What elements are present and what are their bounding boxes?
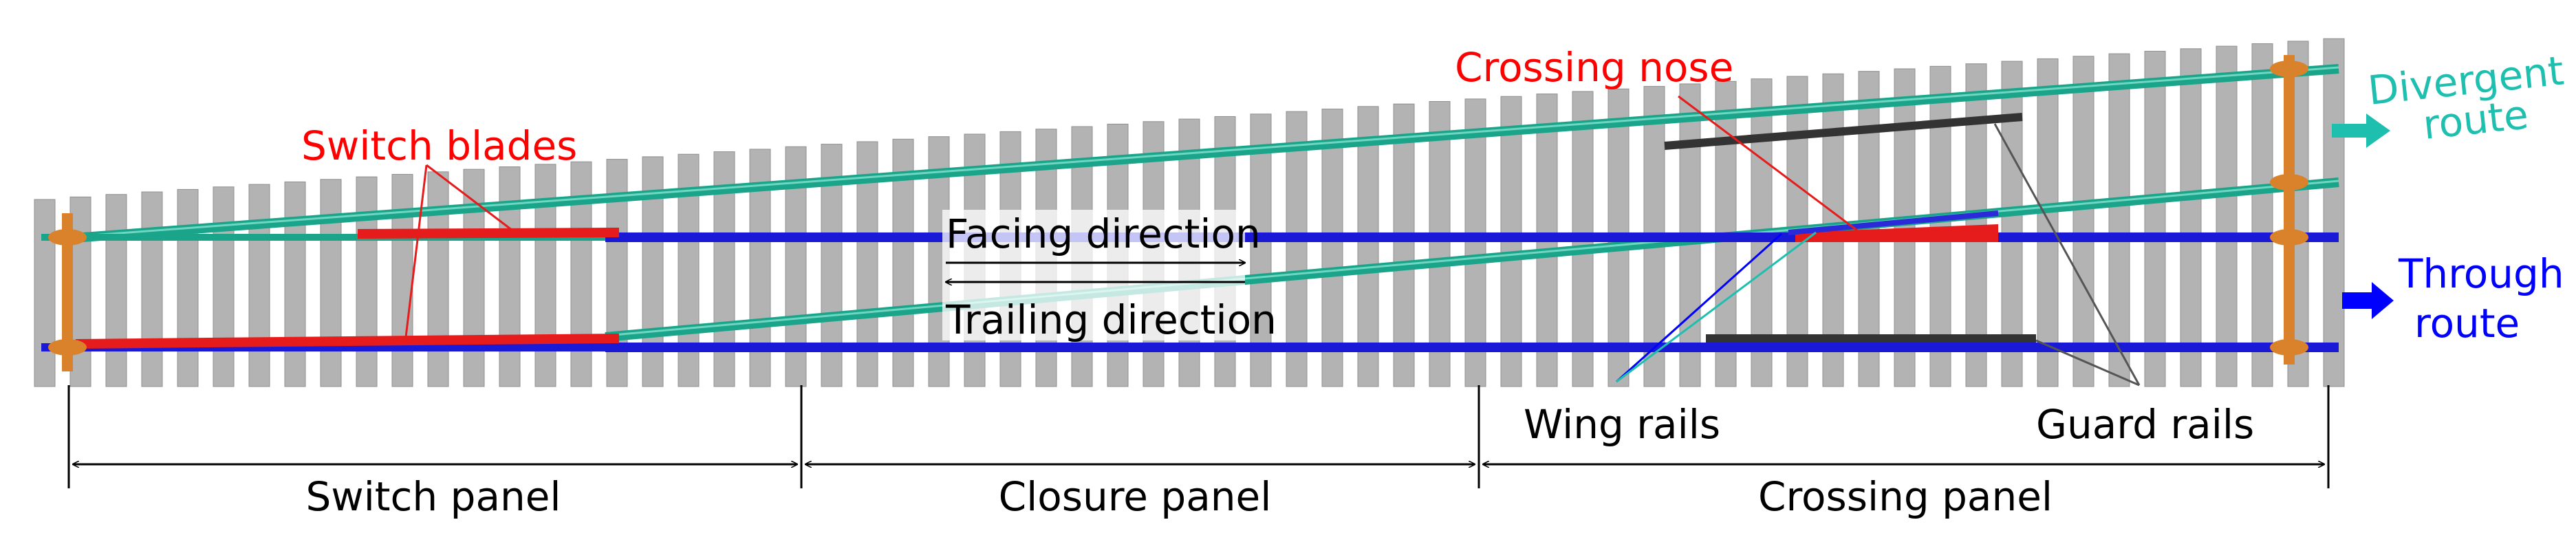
through-route-label-2: route [2414, 300, 2520, 347]
panel-dimensions [67, 385, 2330, 488]
sleeper [1464, 98, 1486, 387]
switch-blades-leader-1 [426, 164, 513, 232]
switch-blades [75, 228, 620, 349]
sleeper [1321, 108, 1343, 387]
sleeper [2144, 50, 2166, 387]
sleeper [2072, 56, 2095, 387]
guard-rails [1664, 113, 2036, 343]
sleeper [2108, 53, 2130, 387]
sleeper [105, 194, 127, 387]
clamp-right-2 [2270, 174, 2308, 191]
sleeper [1393, 103, 1415, 387]
sleeper [2180, 48, 2202, 387]
switch-panel-label: Switch panel [305, 473, 561, 520]
sleeper [284, 181, 306, 387]
divergent-route-label-2: route [2421, 91, 2531, 149]
leader-lines [404, 95, 2141, 387]
switch-blade-top [357, 228, 620, 239]
sleeper [499, 166, 521, 387]
clamp-left-top [48, 229, 87, 246]
sleeper [427, 171, 449, 387]
divergent-rails [82, 64, 2339, 342]
guard-rails-leader-1 [1993, 123, 2141, 386]
switch-blade-bottom [75, 334, 620, 349]
crossing-nose-tip [1788, 210, 1999, 235]
trailing-direction-label: Trailing direction [945, 296, 1277, 343]
facing-direction-label: Facing direction [946, 210, 1261, 257]
switch-blades-label: Switch blades [301, 122, 577, 169]
sleeper [248, 184, 270, 387]
sleeper [2216, 45, 2238, 387]
direction-label-bg [942, 210, 1245, 340]
crossing-nose-label: Crossing nose [1455, 44, 1733, 91]
sleeper [2037, 58, 2059, 387]
divergent-inner-rail [605, 177, 2339, 342]
sleeper [391, 173, 413, 387]
wing-rails-label: Wing rails [1524, 401, 1720, 448]
clamp-right-4 [2270, 339, 2308, 356]
through-route-arrow [2342, 282, 2394, 319]
crossing-panel-label: Crossing panel [1758, 473, 2053, 520]
sleeper [356, 176, 378, 387]
sleeper [69, 196, 91, 387]
guard-rail-top [1664, 113, 2023, 150]
switch-blades-leader-2 [404, 164, 428, 338]
direction-arrows [942, 210, 1245, 340]
sleeper [1286, 111, 1308, 387]
sleeper [213, 186, 235, 387]
wing-rails-leader-2 [1616, 231, 1817, 383]
divergent-inner-rail-hl [605, 180, 2339, 337]
clamps [48, 55, 2308, 371]
wing-rails-leader-1 [1615, 232, 1783, 383]
sleeper [177, 188, 199, 387]
through-route-label-1: Through [2398, 250, 2564, 297]
clamp-right-3 [2270, 229, 2308, 246]
guard-rails-label: Guard rails [2036, 401, 2254, 448]
sleeper [1357, 106, 1379, 387]
sleeper [34, 199, 56, 387]
sleeper [2251, 43, 2273, 387]
guard-rails-leader-2 [2035, 339, 2140, 387]
crossing-nose [1795, 224, 1998, 242]
clamp-right-1 [2270, 61, 2308, 77]
sleeper [320, 179, 342, 387]
clamp-left [62, 213, 73, 371]
sleeper [141, 191, 163, 387]
sleeper [2323, 38, 2345, 387]
clamp-left-bottom [48, 339, 87, 356]
closure-panel-label: Closure panel [999, 473, 1272, 520]
sleeper [1250, 113, 1272, 387]
crossing-nose-leader [1678, 95, 1858, 232]
divergent-outer-rail-hl [82, 66, 2339, 237]
divergent-outer-rail [82, 64, 2339, 242]
clamp-right [2284, 55, 2295, 365]
sleeper [1429, 101, 1451, 387]
divergent-route-arrow [2332, 113, 2390, 148]
